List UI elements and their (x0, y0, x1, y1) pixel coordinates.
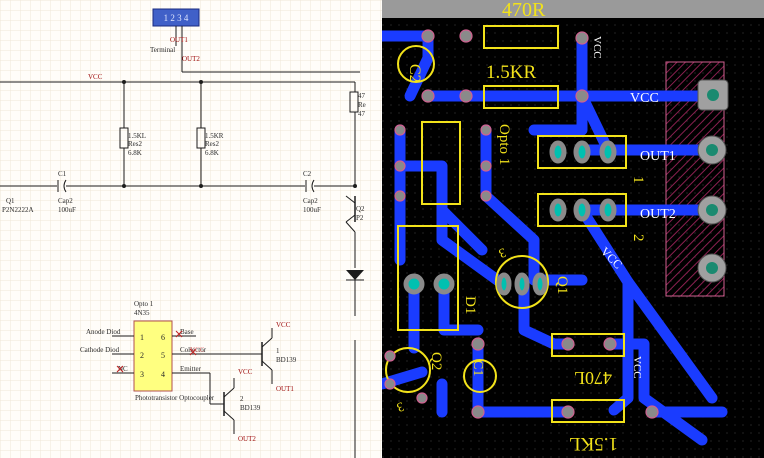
opto-pin6: 6 (161, 333, 165, 342)
pcb-470r-label: 470R (502, 0, 546, 21)
opto-collector-label: Collector (180, 346, 207, 354)
terminal-out1-label: OUT1 (170, 36, 188, 44)
resistor-far-right[interactable]: 47 Re 47 (349, 82, 366, 186)
resistor-left[interactable]: 1.5KL Res2 6.8K (119, 82, 146, 186)
resistor-left-name: 1.5KL (128, 132, 146, 140)
pcb-c1-label: C1 (470, 360, 485, 376)
bd1-type: BD139 (276, 356, 297, 364)
pcb-1-label: 1 (630, 176, 646, 184)
transistor-q1[interactable]: Q1 P2N2222A (2, 197, 34, 214)
c2-value: 100uF (303, 206, 321, 214)
opto-name: Opto 1 (134, 300, 154, 308)
opto-pin3: 3 (140, 370, 144, 379)
pcb-15kl-label: 1.5KL (569, 433, 618, 454)
opto-part: 4N35 (134, 309, 150, 317)
resistor-far-value: 47 (358, 110, 366, 118)
q2-name: Q2 (356, 205, 365, 213)
vcc-rail-label: VCC (88, 73, 103, 81)
opto-nc-label: NC (118, 365, 128, 373)
opto-pin4: 4 (161, 370, 165, 379)
diode-symbol[interactable] (346, 232, 364, 316)
pcb-vcc-top-label: VCC (591, 36, 603, 59)
resistor-right-name: 1.5KR (205, 132, 224, 140)
pcb-out2-label: OUT2 (640, 207, 676, 222)
pcb-470l-label: 470L (574, 368, 612, 388)
bd2-vcc-label: VCC (238, 368, 253, 376)
c1-value: 100uF (58, 206, 76, 214)
c1-type: Cap2 (58, 197, 73, 205)
q1-name: Q1 (6, 197, 15, 205)
resistor-far-type: Re (358, 101, 366, 109)
terminal-glyphs: 1 2 3 4 (164, 13, 189, 23)
pcb-d1-label: D1 (462, 296, 478, 314)
capacitor-c1[interactable]: C1 Cap2 100uF (57, 170, 76, 214)
terminal-out2-label: OUT2 (182, 55, 200, 63)
resistor-right-type: Res2 (205, 140, 220, 148)
schematic-grid (0, 0, 382, 458)
pcb-opto-label: Opto 1 (496, 124, 512, 165)
pcb-q1-pin-label: 3 (497, 245, 508, 261)
pcb-q2-label: Q2 (428, 352, 444, 370)
capacitor-c2[interactable]: C2 Cap2 100uF (303, 170, 321, 214)
resistor-left-type: Res2 (128, 140, 143, 148)
opto-faded-vcc: VCC (190, 346, 205, 354)
opto-body (133, 320, 173, 392)
q2-type: P2 (356, 214, 364, 222)
opto-cathode-label: Cathode Diod (80, 346, 120, 354)
opto-base-label: Base (180, 328, 194, 336)
c1-name: C1 (58, 170, 67, 178)
optocoupler[interactable]: Opto 1 4N35 1 2 3 4 5 6 Anode Diod Catho… (80, 300, 215, 402)
pcb-labels: 470R 1.5KR C2 Opto 1 VCC VCC OUT1 OUT2 1… (395, 0, 676, 454)
bd2-pin: 2 (240, 395, 244, 403)
pcb-q2-pin-label: 3 (395, 399, 406, 415)
resistor-left-value: 6.8K (128, 149, 142, 157)
pcb-c2-label: C2 (406, 64, 423, 83)
pcb-vcc-bottom-label: VCC (631, 356, 643, 379)
transistor-q2[interactable]: Q2 P2 (345, 195, 365, 233)
pcb-vcc-right-label: VCC (630, 91, 659, 106)
c2-type: Cap2 (303, 197, 318, 205)
opto-pin5: 5 (161, 351, 165, 360)
c2-name: C2 (303, 170, 312, 178)
bd2-type: BD139 (240, 404, 261, 412)
bd139-transistor-2[interactable]: VCC 2 BD139 OUT2 (209, 368, 261, 443)
opto-pin1: 1 (140, 333, 144, 342)
pcb-top-bar (382, 0, 764, 18)
pcb-2-label: 2 (630, 234, 646, 242)
pcb-15kr-label: 1.5KR (486, 62, 536, 83)
resistor-far-name: 47 (358, 92, 366, 100)
terminal-component[interactable]: 1 2 3 4 OUT1 Terminal OUT2 (150, 8, 200, 72)
pcb-canvas[interactable]: 470R 1.5KR C2 Opto 1 VCC VCC OUT1 OUT2 1… (382, 0, 764, 458)
silkscreen-outlines (385, 25, 627, 423)
opto-emitter-label: Emitter (180, 365, 202, 373)
opto-pin2: 2 (140, 351, 144, 360)
pcb-out1-label: OUT1 (640, 149, 676, 164)
q1-type: P2N2222A (2, 206, 34, 214)
pcb-q1-label: Q1 (554, 276, 570, 294)
resistor-right[interactable]: 1.5KR Res2 6.8K (196, 82, 224, 186)
pcb-pads (384, 29, 729, 419)
resistor-right-value: 6.8K (205, 149, 219, 157)
bd2-out-label: OUT2 (238, 435, 256, 443)
schematic-canvas[interactable]: 1 2 3 4 OUT1 Terminal OUT2 VCC 1.5KL Res… (0, 0, 382, 458)
bd1-vcc-label: VCC (276, 321, 291, 329)
opto-description: Phototransistor Optocoupler (135, 394, 215, 402)
bd1-pin: 1 (276, 347, 280, 355)
terminal-name: Terminal (150, 46, 175, 54)
bd139-transistor-1[interactable]: VCC 1 BD139 OUT1 (196, 321, 297, 393)
opto-anode-label: Anode Diod (86, 328, 121, 336)
bd1-out-label: OUT1 (276, 385, 294, 393)
